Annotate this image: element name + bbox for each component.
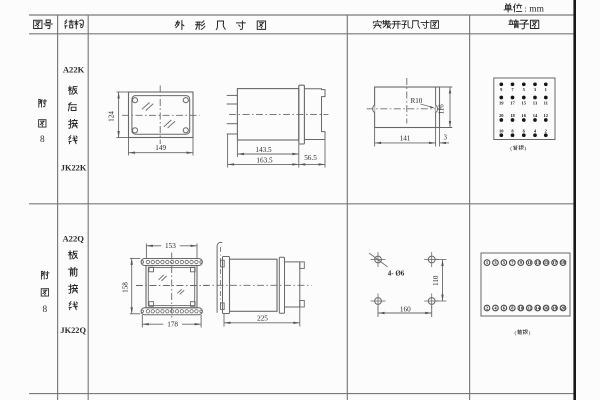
svg-text:(: ( <box>510 145 512 152</box>
svg-text:15: 15 <box>544 260 549 265</box>
svg-text:JK22Q: JK22Q <box>60 326 86 335</box>
svg-text:13: 13 <box>535 260 540 265</box>
svg-text:): ) <box>524 145 526 152</box>
svg-text:56.5: 56.5 <box>304 154 317 162</box>
svg-text:JK22K: JK22K <box>61 164 87 173</box>
svg-text:160: 160 <box>400 305 411 313</box>
svg-text:16: 16 <box>544 306 549 311</box>
svg-text:143.5: 143.5 <box>255 146 272 154</box>
svg-text:3: 3 <box>444 134 448 142</box>
svg-text:153: 153 <box>165 242 176 250</box>
svg-text:3: 3 <box>534 87 537 92</box>
svg-text:8: 8 <box>511 306 514 311</box>
svg-text:225: 225 <box>257 314 268 322</box>
svg-text:12: 12 <box>527 306 532 311</box>
svg-text:(: ( <box>514 329 516 336</box>
svg-text:158: 158 <box>121 282 129 293</box>
svg-text:mm: mm <box>529 4 544 14</box>
svg-text:178: 178 <box>167 320 178 328</box>
svg-text:1: 1 <box>545 87 548 92</box>
svg-text:A22K: A22K <box>63 64 85 74</box>
svg-text:8: 8 <box>40 135 45 145</box>
svg-text:8: 8 <box>42 305 47 315</box>
svg-text:6: 6 <box>523 128 526 133</box>
svg-text:163.5: 163.5 <box>256 157 273 165</box>
svg-text:110: 110 <box>432 275 440 286</box>
svg-text:6: 6 <box>503 306 506 311</box>
svg-text:4- Ø6: 4- Ø6 <box>388 270 405 278</box>
svg-text:2: 2 <box>545 128 548 133</box>
svg-text:19: 19 <box>561 260 566 265</box>
svg-text:3: 3 <box>494 260 497 265</box>
svg-text:10: 10 <box>499 128 504 133</box>
svg-text:7: 7 <box>511 87 514 92</box>
svg-text:141: 141 <box>400 135 411 143</box>
svg-text:2: 2 <box>486 306 489 311</box>
svg-text:8: 8 <box>511 128 514 133</box>
svg-text:18: 18 <box>552 306 557 311</box>
svg-text:18: 18 <box>510 113 515 118</box>
svg-text:1: 1 <box>486 260 489 265</box>
svg-text:12: 12 <box>544 113 549 118</box>
svg-text:20: 20 <box>561 306 566 311</box>
svg-text::: : <box>524 3 526 13</box>
svg-text:5: 5 <box>503 260 506 265</box>
svg-text:5: 5 <box>523 87 526 92</box>
svg-text:11: 11 <box>527 260 532 265</box>
svg-text:10: 10 <box>519 306 524 311</box>
svg-text:19: 19 <box>499 101 504 106</box>
svg-text:): ) <box>528 329 530 336</box>
svg-text:9: 9 <box>520 260 523 265</box>
svg-text:11: 11 <box>544 101 549 106</box>
svg-text:A22Q: A22Q <box>62 234 84 244</box>
svg-text:20: 20 <box>499 113 504 118</box>
svg-text:14: 14 <box>535 306 540 311</box>
svg-text:124: 124 <box>108 111 116 122</box>
svg-text:R10: R10 <box>411 97 423 105</box>
svg-text:17: 17 <box>510 101 515 106</box>
svg-text:17: 17 <box>552 260 557 265</box>
svg-text:9: 9 <box>500 87 503 92</box>
svg-text:16: 16 <box>522 113 527 118</box>
svg-text:14: 14 <box>533 113 538 118</box>
svg-text:4: 4 <box>494 306 497 311</box>
svg-text:7: 7 <box>511 260 514 265</box>
svg-text:15: 15 <box>522 101 527 106</box>
svg-text:4: 4 <box>534 128 537 133</box>
svg-text:149: 149 <box>155 144 166 152</box>
svg-text:116: 116 <box>438 104 446 115</box>
svg-text:13: 13 <box>533 101 538 106</box>
